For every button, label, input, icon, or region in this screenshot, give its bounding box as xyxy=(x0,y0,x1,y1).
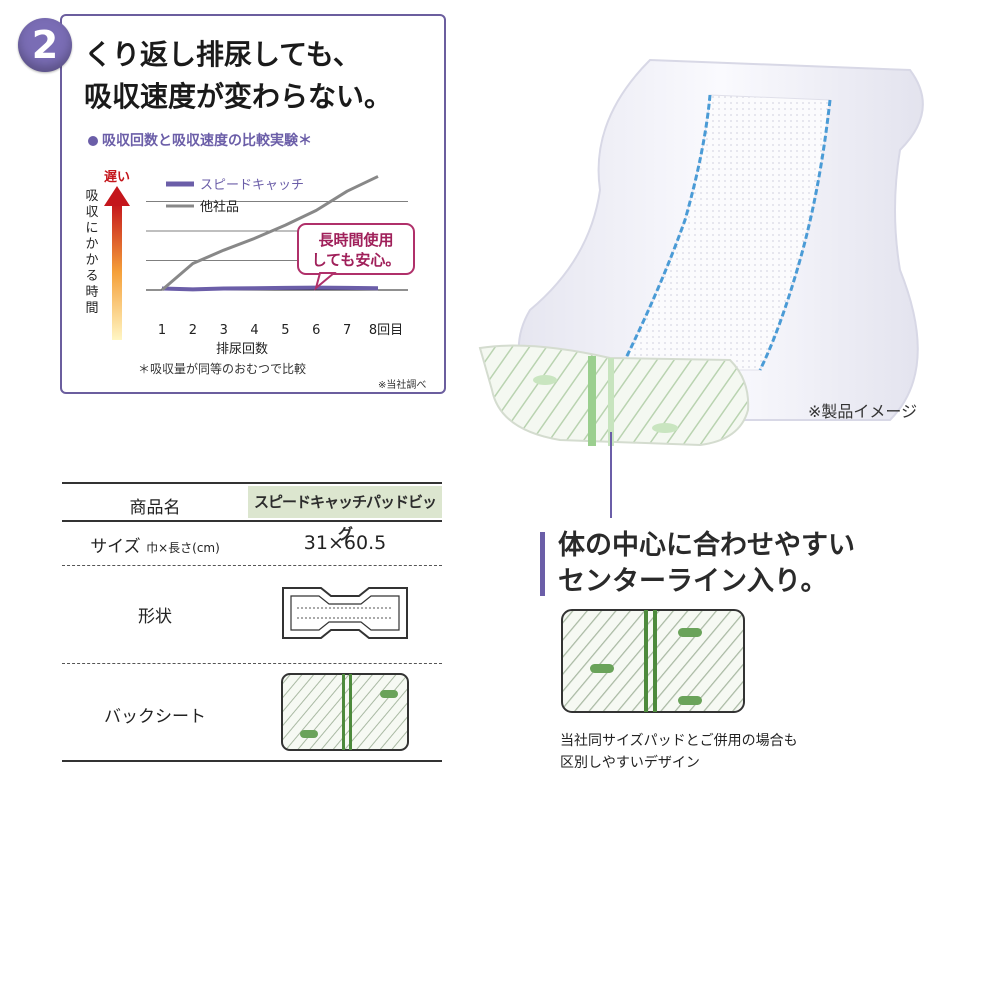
callout-bubble-tail xyxy=(314,272,337,291)
y-axis-label-char: 間 xyxy=(85,301,98,316)
y-axis-label-char: 収 xyxy=(85,205,98,220)
spec-value-product-name: スピードキャッチパッドビッグ xyxy=(248,486,442,543)
x-tick-label: 6 xyxy=(312,323,320,338)
callout-text: しても安心。 xyxy=(312,251,401,269)
callout-bubble xyxy=(297,223,415,275)
x-axis-label: 排尿回数 xyxy=(216,342,268,357)
x-tick-label: 1 xyxy=(158,323,166,338)
y-axis-arrow-shaft xyxy=(112,204,122,340)
step-number-badge: 2 xyxy=(18,18,72,72)
legend-label: スピードキャッチ xyxy=(200,178,304,193)
spec-row-product-name: 商品名 スピードキャッチパッドビッグ xyxy=(62,482,442,543)
x-tick-label: 3 xyxy=(220,323,228,338)
center-title-line-2: センターライン入り。 xyxy=(558,566,828,597)
center-stripe xyxy=(588,356,596,446)
center-title-line-1: 体の中心に合わせやすい xyxy=(558,530,855,561)
headline-line-1: くり返し排尿しても、 xyxy=(84,38,361,71)
pad-shape-outline-icon xyxy=(248,578,442,652)
experiment-subhead-text: 吸収回数と吸収速度の比較実験＊ xyxy=(102,133,312,149)
spec-value-size: 31×60.5 xyxy=(303,532,387,554)
callout-text: 長時間使用 xyxy=(318,231,393,249)
y-axis-label-char: 吸 xyxy=(85,189,98,204)
callout-pointer-line xyxy=(610,432,612,518)
caption-line-1: 当社同サイズパッドとご併用の場合も xyxy=(560,733,798,749)
spec-label: バックシート xyxy=(104,707,206,727)
center-line-backsheet-image xyxy=(561,609,745,713)
y-axis-label-char: か xyxy=(85,237,98,252)
headline-line-2: 吸収速度が変わらない。 xyxy=(84,80,393,113)
spec-row-size: サイズ 巾×長さ(cm) 31×60.5 xyxy=(62,522,442,566)
spec-label: サイズ 巾×長さ(cm) xyxy=(62,532,248,557)
x-tick-label: 5 xyxy=(281,323,289,338)
series-line-speedcatch xyxy=(161,285,379,292)
center-line-caption: 当社同サイズパッドとご併用の場合も 区別しやすいデザイン xyxy=(560,730,798,774)
product-image-note: ※製品イメージ xyxy=(808,402,918,421)
title-accent-bar xyxy=(540,532,545,596)
spec-label: 形状 xyxy=(138,607,172,627)
spec-table: 商品名 スピードキャッチパッドビッグ サイズ 巾×長さ(cm) 31×60.5 … xyxy=(62,482,442,762)
spec-label: 商品名 xyxy=(129,498,181,518)
center-line-title: 体の中心に合わせやすい センターライン入り。 xyxy=(558,528,855,600)
spec-row-shape: 形状 xyxy=(62,566,442,664)
y-axis-slow-label: 遅い xyxy=(104,170,130,185)
y-axis-arrow-head-icon xyxy=(104,186,130,206)
experiment-subhead: 吸収回数と吸収速度の比較実験＊ xyxy=(88,130,312,150)
x-tick-label: 4 xyxy=(250,323,258,338)
y-axis-label-char: る xyxy=(85,269,98,284)
pad-product-image xyxy=(478,58,924,447)
x-tick-label: 7 xyxy=(343,323,351,338)
legend-label: 他社品 xyxy=(200,199,239,215)
series-line-competitor xyxy=(161,175,379,292)
comparison-footnote: ＊吸収量が同等のおむつで比較 xyxy=(138,362,307,376)
size-unit-label: 巾×長さ(cm) xyxy=(146,541,220,555)
source-note: ※当社調べ xyxy=(378,380,427,391)
panel-headline: くり返し排尿しても、 吸収速度が変わらない。 xyxy=(84,34,454,118)
size-label: サイズ xyxy=(90,537,141,557)
y-axis-label-char: 時 xyxy=(85,285,98,300)
x-tick-label: 2 xyxy=(189,323,197,338)
x-tick-label: 8回目 xyxy=(369,323,403,338)
spec-row-backsheet: バックシート xyxy=(62,664,442,762)
y-axis-label-char: か xyxy=(85,253,98,268)
bullet-dot-icon xyxy=(88,136,98,146)
caption-line-2: 区別しやすいデザイン xyxy=(560,755,700,771)
y-axis-label-char: に xyxy=(85,221,98,236)
backsheet-pattern-icon xyxy=(248,672,442,756)
